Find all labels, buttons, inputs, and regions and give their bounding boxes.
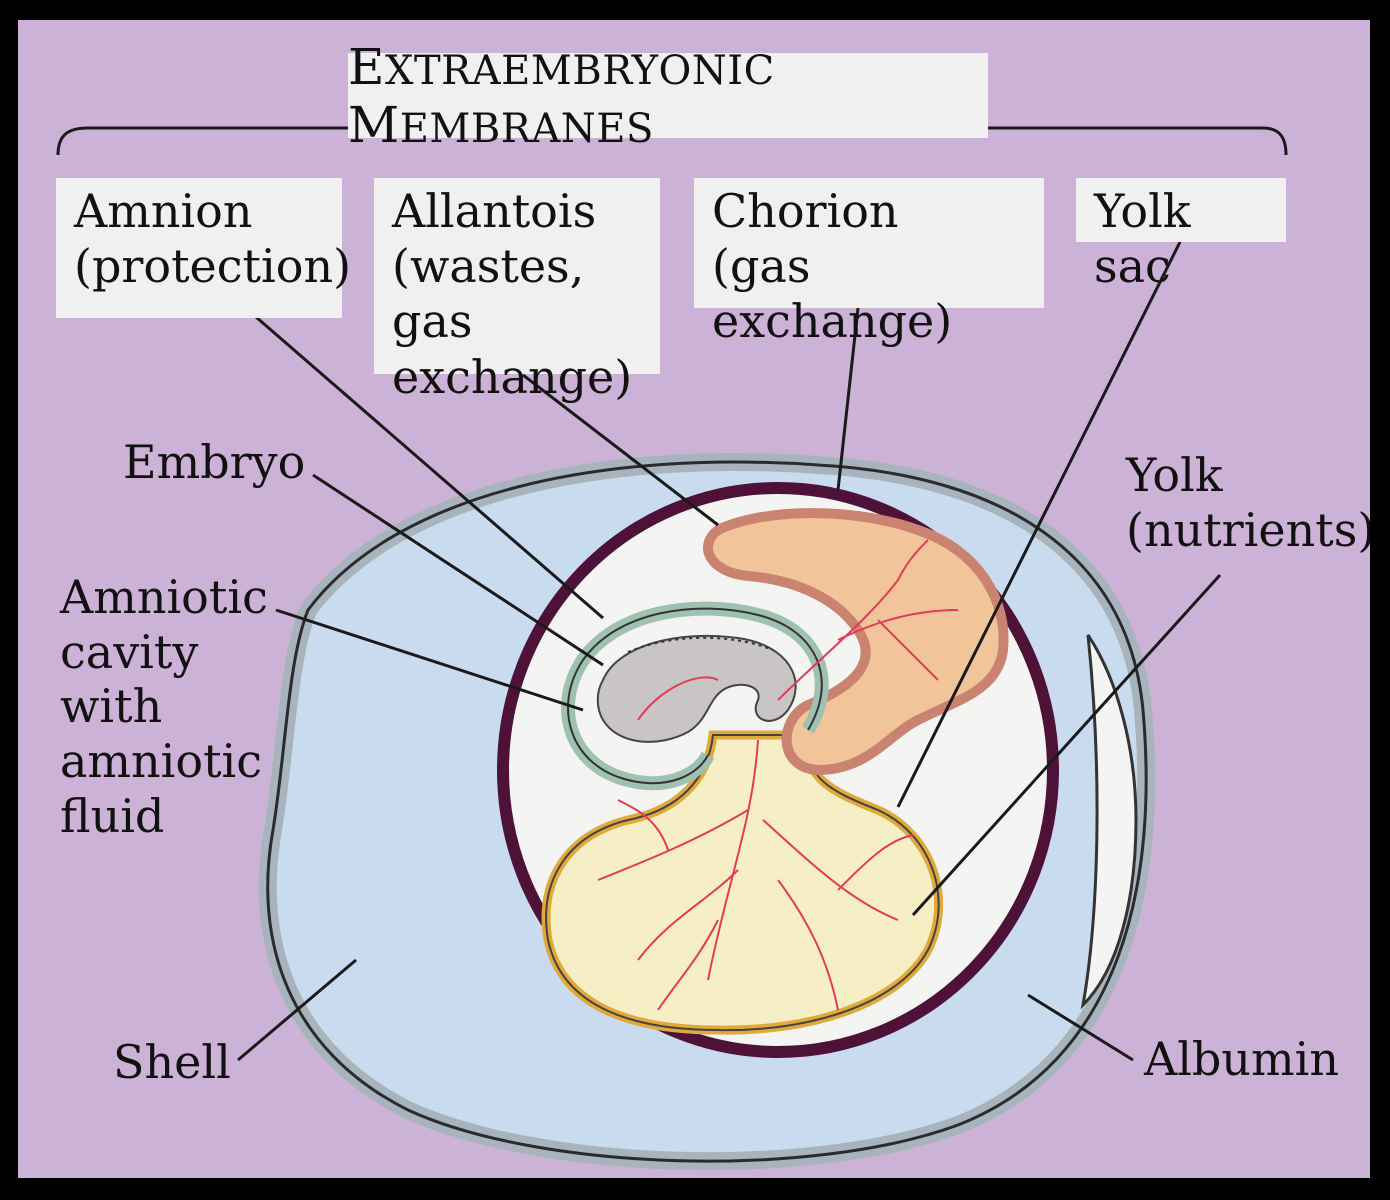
embryo-label: Embryo xyxy=(123,435,306,489)
air-space xyxy=(1080,634,1138,1010)
amnion-label: Amnion (protection) xyxy=(56,178,351,318)
leader-lines xyxy=(237,241,1222,1062)
albumin-label: Albumin xyxy=(1144,1032,1339,1086)
embryo-spine xyxy=(627,636,774,653)
allantois xyxy=(703,508,1009,776)
diagram-title: EXTRAEMBRYONIC MEMBRANES xyxy=(348,37,775,154)
blood-vessels xyxy=(597,539,959,1011)
yolk-label: Yolk (nutrients) xyxy=(1126,448,1370,558)
title-box: EXTRAEMBRYONIC MEMBRANES xyxy=(348,38,988,154)
shell-inner-line xyxy=(266,460,1148,1163)
diagram-frame: EXTRAEMBRYONIC MEMBRANES Amnion (protect… xyxy=(18,20,1370,1178)
embryo xyxy=(596,634,797,743)
yolk-sac-label: Yolk sac xyxy=(1076,178,1286,293)
amniotic-cavity-label: Amniotic cavity with amniotic fluid xyxy=(60,570,268,843)
yolk-sac-outline xyxy=(545,734,940,1032)
chorion-label: Chorion (gas exchange) xyxy=(694,178,1044,348)
amnion-outline xyxy=(567,607,823,785)
shell-label: Shell xyxy=(113,1035,231,1089)
allantois-label: Allantois (wastes, gas exchange) xyxy=(374,178,660,404)
